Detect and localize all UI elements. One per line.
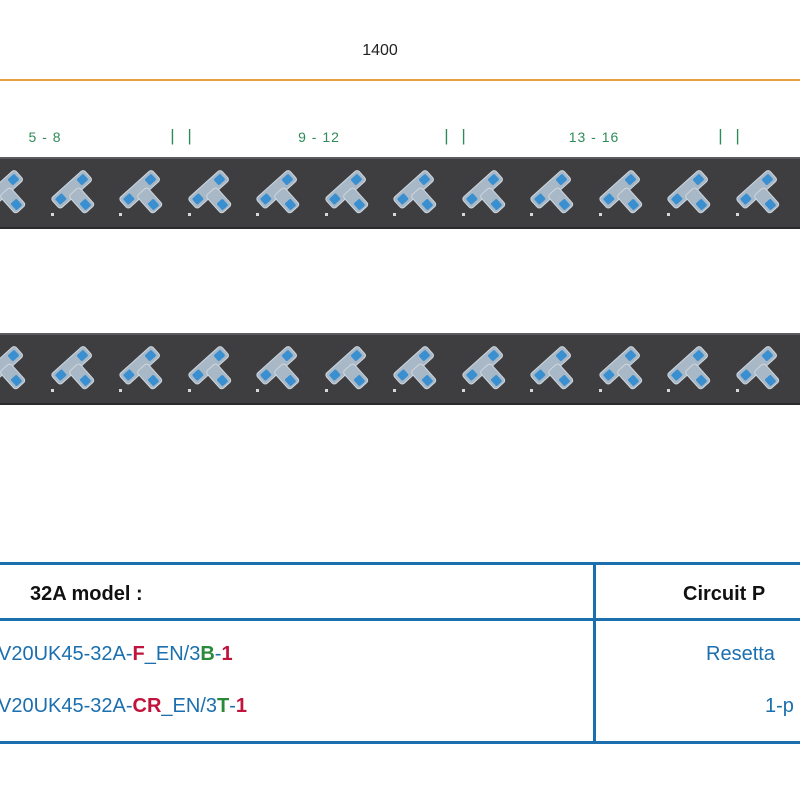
c13-outlet-icon (393, 346, 437, 392)
c13-outlet-icon (256, 170, 300, 216)
protection-row-1: Resetta (706, 643, 775, 665)
dimension-line (0, 79, 800, 81)
model-table: 32A model : Circuit P V20UK45-32A-F_EN/3… (0, 562, 800, 744)
c13-outlet-icon (119, 346, 163, 392)
c13-outlet-icon (324, 346, 368, 392)
model-code: - (229, 695, 236, 717)
model-code-variant: F (132, 643, 145, 665)
dimension-label: 1400 (362, 42, 398, 59)
model-code: V20UK45-32A- (0, 695, 133, 717)
bottom-pdu-strip (0, 333, 800, 405)
c13-outlet-icon (530, 346, 574, 392)
c13-outlet-icon (735, 170, 779, 216)
c13-outlet-icon (50, 170, 94, 216)
model-code: _EN/3 (161, 695, 218, 717)
top-pdu-strip (0, 157, 800, 229)
c13-outlet-icon (0, 170, 26, 214)
group-label-5-8: 5 - 8 (28, 129, 62, 145)
model-code: _EN/3 (144, 643, 201, 665)
model-code-suffix: 1 (235, 695, 248, 717)
c13-outlet-icon (667, 170, 711, 216)
c13-outlet-icon (461, 346, 505, 392)
c13-outlet-icon (0, 346, 26, 390)
c13-outlet-icon (598, 346, 642, 392)
c13-outlet-icon (187, 346, 231, 392)
group-separator: | | (718, 126, 744, 145)
c13-outlet-icon (393, 170, 437, 216)
header-models: 32A model : (30, 583, 143, 605)
model-code-variant: CR (132, 695, 162, 717)
c13-outlet-icon (667, 346, 711, 392)
table-header-row: 32A model : Circuit P (0, 565, 800, 621)
table-column-divider (593, 565, 596, 741)
group-label-13-16: 13 - 16 (568, 129, 620, 145)
c13-outlet-icon (256, 346, 300, 392)
c13-outlet-icon (324, 170, 368, 216)
c13-outlet-icon (187, 170, 231, 216)
model-code-suffix: 1 (221, 643, 233, 665)
c13-outlet-icon (598, 170, 642, 216)
group-label-9-12: 9 - 12 (298, 129, 340, 145)
model-code: V20UK45-32A- (0, 643, 133, 665)
c13-outlet-icon (119, 170, 163, 216)
model-code-type: B (200, 643, 215, 665)
header-protection: Circuit P (683, 583, 766, 605)
model-code: - (214, 643, 222, 665)
c13-outlet-icon (530, 170, 574, 216)
group-separator: | | (170, 126, 196, 145)
protection-row-2: 1-p (765, 695, 794, 717)
c13-outlet-icon (461, 170, 505, 216)
c13-outlet-icon (50, 346, 94, 392)
model-row-2: V20UK45-32A-CR_EN/3T-1 (0, 695, 247, 718)
group-separator: | | (444, 126, 470, 145)
model-row-1: V20UK45-32A-F_EN/3B-1 (0, 643, 233, 666)
model-code-type: T (217, 695, 230, 717)
c13-outlet-icon (735, 346, 779, 392)
